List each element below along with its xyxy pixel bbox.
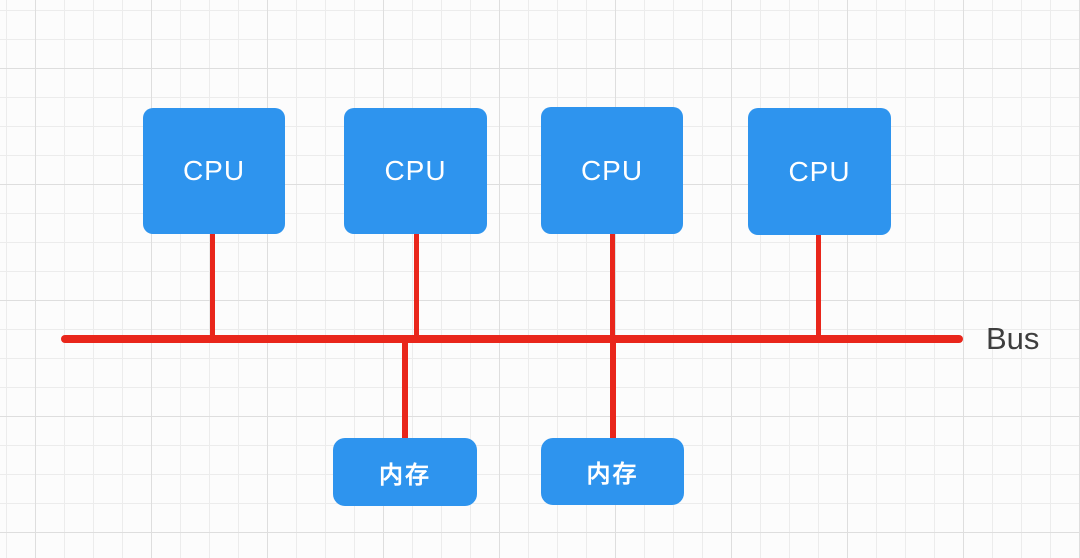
bus-label: Bus <box>986 321 1040 356</box>
cpu-node-3: CPU <box>541 107 683 234</box>
cpu-node-3-label: CPU <box>580 154 644 186</box>
memory-node-2: 内存 <box>541 438 684 505</box>
connector-cpu3-bus <box>610 232 615 339</box>
connector-bus-memory1 <box>402 336 408 440</box>
bus-line <box>61 335 963 343</box>
connector-cpu1-bus <box>210 233 215 339</box>
connector-bus-memory2 <box>610 336 616 440</box>
cpu-node-1-label: CPU <box>182 155 246 186</box>
connector-cpu2-bus <box>414 232 419 339</box>
cpu-node-2-label: CPU <box>384 155 447 186</box>
connector-cpu4-bus <box>816 233 821 339</box>
cpu-node-4-label: CPU <box>788 155 851 187</box>
memory-node-2-label: 内存 <box>586 461 639 488</box>
cpu-node-2: CPU <box>344 108 487 234</box>
cpu-node-4: CPU <box>748 108 891 235</box>
cpu-node-1: CPU <box>143 108 285 234</box>
memory-node-1: 内存 <box>333 438 477 506</box>
memory-node-1-label: 内存 <box>379 461 431 489</box>
